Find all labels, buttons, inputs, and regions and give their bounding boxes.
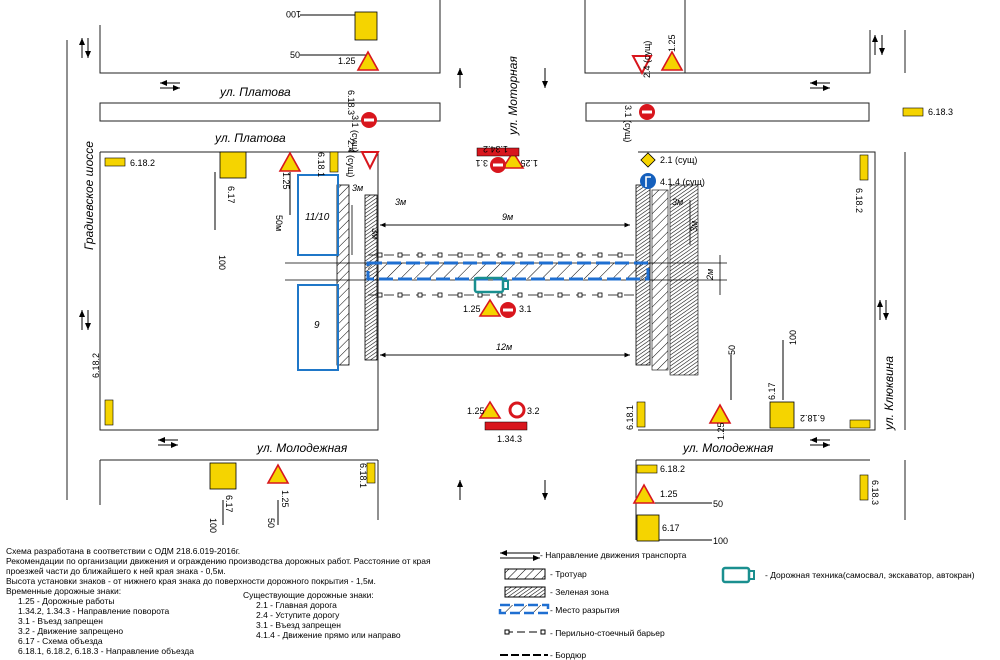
dim-label: 3м xyxy=(395,197,406,207)
buildings xyxy=(297,174,339,371)
label: 4.1.4 (сущ) xyxy=(660,177,705,187)
no-entry-signs xyxy=(361,104,655,318)
temp-sign-item: 3.1 - Въезд запрещен xyxy=(18,616,103,626)
label: 2.1 (сущ) xyxy=(660,155,697,165)
label: 50 xyxy=(713,499,723,509)
label: 6.18.2 xyxy=(854,188,864,213)
temp-sign-item: 6.18.1, 6.18.2, 6.18.3 - Направление объ… xyxy=(18,646,194,656)
legend-curb: - Бордюр xyxy=(550,650,587,660)
label: 1.25 xyxy=(716,422,726,440)
dim-label: 9м xyxy=(502,212,513,222)
temp-signs-title: Временные дорожные знаки: xyxy=(6,586,122,596)
note-line-1: Схема разработана в соответствии с ОДМ 2… xyxy=(6,546,241,556)
note-line-2: Рекомендации по организации движения и о… xyxy=(6,556,431,566)
label: 50 xyxy=(727,345,737,355)
roadworks-warning-signs xyxy=(266,50,732,504)
temp-sign-item: 3.2 - Движение запрещено xyxy=(18,626,124,636)
label: 3.1 xyxy=(519,304,532,314)
dim-label: 12м xyxy=(496,342,512,352)
label: 6.18.2 xyxy=(660,464,685,474)
label: 100 xyxy=(217,255,227,270)
label: 1.34.2 xyxy=(483,144,508,154)
excavation-area xyxy=(366,261,650,281)
work-zone xyxy=(285,184,727,376)
label: 6.18.3 xyxy=(928,107,953,117)
label: 6.18.2 xyxy=(130,158,155,168)
dim-label: 3м xyxy=(672,197,683,207)
legend-graphics xyxy=(498,550,755,656)
label: 6.18.1 xyxy=(358,463,368,488)
label: 2.4 (сущ) xyxy=(346,140,356,177)
label: 100 xyxy=(208,518,218,533)
temp-sign-item: 1.25 - Дорожные работы xyxy=(18,596,115,606)
street-klyukvina: ул. Клюквина xyxy=(882,356,896,431)
label: 50 xyxy=(266,518,276,528)
dim-label: 3м xyxy=(352,183,363,193)
label: 1.25 xyxy=(667,34,677,52)
street-platova-bottom: ул. Платова xyxy=(214,131,286,145)
exist-sign-item: 4.1.4 - Движение прямо или направо xyxy=(256,630,401,640)
dimension-lines xyxy=(351,200,721,358)
legend-green: - Зеленая зона xyxy=(550,587,609,597)
street-gradievskoe: Градиевское шоссе xyxy=(82,141,96,250)
legend-direction: - Направление движения транспорта xyxy=(540,550,687,560)
label: 1.25 xyxy=(463,304,481,314)
label: 1.25 xyxy=(281,172,291,190)
legend-excavation: - Место разрытия xyxy=(550,605,620,615)
street-platova-top: ул. Платова xyxy=(219,85,291,99)
street-molodezhnaya-left: ул. Молодежная xyxy=(256,441,348,455)
label: 6.17 xyxy=(226,186,236,204)
label: 6.17 xyxy=(224,495,234,513)
detour-scheme-signs xyxy=(209,11,795,542)
label: 100 xyxy=(713,536,728,546)
road-outlines xyxy=(66,0,906,540)
street-motornaya: ул. Моторная xyxy=(506,56,520,136)
room-label: 9 xyxy=(314,320,320,331)
dim-label: 3м xyxy=(689,221,699,232)
label: 6.18.1 xyxy=(316,152,326,177)
note-line-4: Высота установки знаков - от нижнего кра… xyxy=(6,576,376,586)
label: 3.1 (сущ) xyxy=(350,115,360,152)
label: 1.25 xyxy=(280,490,290,508)
dim-label: 3м xyxy=(370,228,380,239)
label: 6.18.3 xyxy=(870,480,880,505)
traffic-direction-arrows xyxy=(79,35,889,500)
note-line-3: проезжей части до ближайшего к ней края … xyxy=(6,566,226,576)
legend-equipment: - Дорожная техника(самосвал, экскаватор,… xyxy=(765,570,975,580)
label: 6.18.3 xyxy=(346,90,356,115)
exist-sign-item: 2.1 - Главная дорога xyxy=(256,600,337,610)
legend-sidewalk: - Тротуар xyxy=(550,569,587,579)
label: 1.25 xyxy=(660,489,678,499)
label: 1.34.3 xyxy=(497,434,522,444)
dim-label: 2м xyxy=(705,269,715,281)
legend-barrier: - Перильно-стоечный барьер xyxy=(550,628,665,638)
label: 2.4 (сущ) xyxy=(642,41,652,78)
label: 6.17 xyxy=(662,523,680,533)
temp-sign-item: 1.34.2, 1.34.3 - Направление поворота xyxy=(18,606,170,616)
label: 6.18.2 xyxy=(800,413,825,423)
exist-signs-title: Существующие дорожные знаки: xyxy=(243,590,374,600)
label: 3.2 xyxy=(527,406,540,416)
label: 3.1 (сущ) xyxy=(623,105,633,142)
label: 1.25 xyxy=(338,56,356,66)
label: 6.17 xyxy=(767,382,777,400)
street-molodezhnaya-right: ул. Молодежная xyxy=(682,441,774,455)
label: 100 xyxy=(286,9,301,19)
room-label: 11/10 xyxy=(305,212,330,223)
label: 50м xyxy=(274,215,284,231)
label: 1.25 xyxy=(520,158,538,168)
detour-direction-signs xyxy=(104,107,924,501)
exist-sign-item: 3.1 - Въезд запрещен xyxy=(256,620,341,630)
exist-sign-item: 2.4 - Уступите дорогу xyxy=(256,610,340,620)
label: 6.18.2 xyxy=(91,353,101,378)
temp-sign-item: 6.17 - Схема объезда xyxy=(18,636,103,646)
label: 1.25 xyxy=(467,406,485,416)
label: 3.1 xyxy=(475,158,488,168)
label: 6.18.1 xyxy=(625,405,635,430)
label: 50 xyxy=(290,50,300,60)
label: 100 xyxy=(788,330,798,345)
